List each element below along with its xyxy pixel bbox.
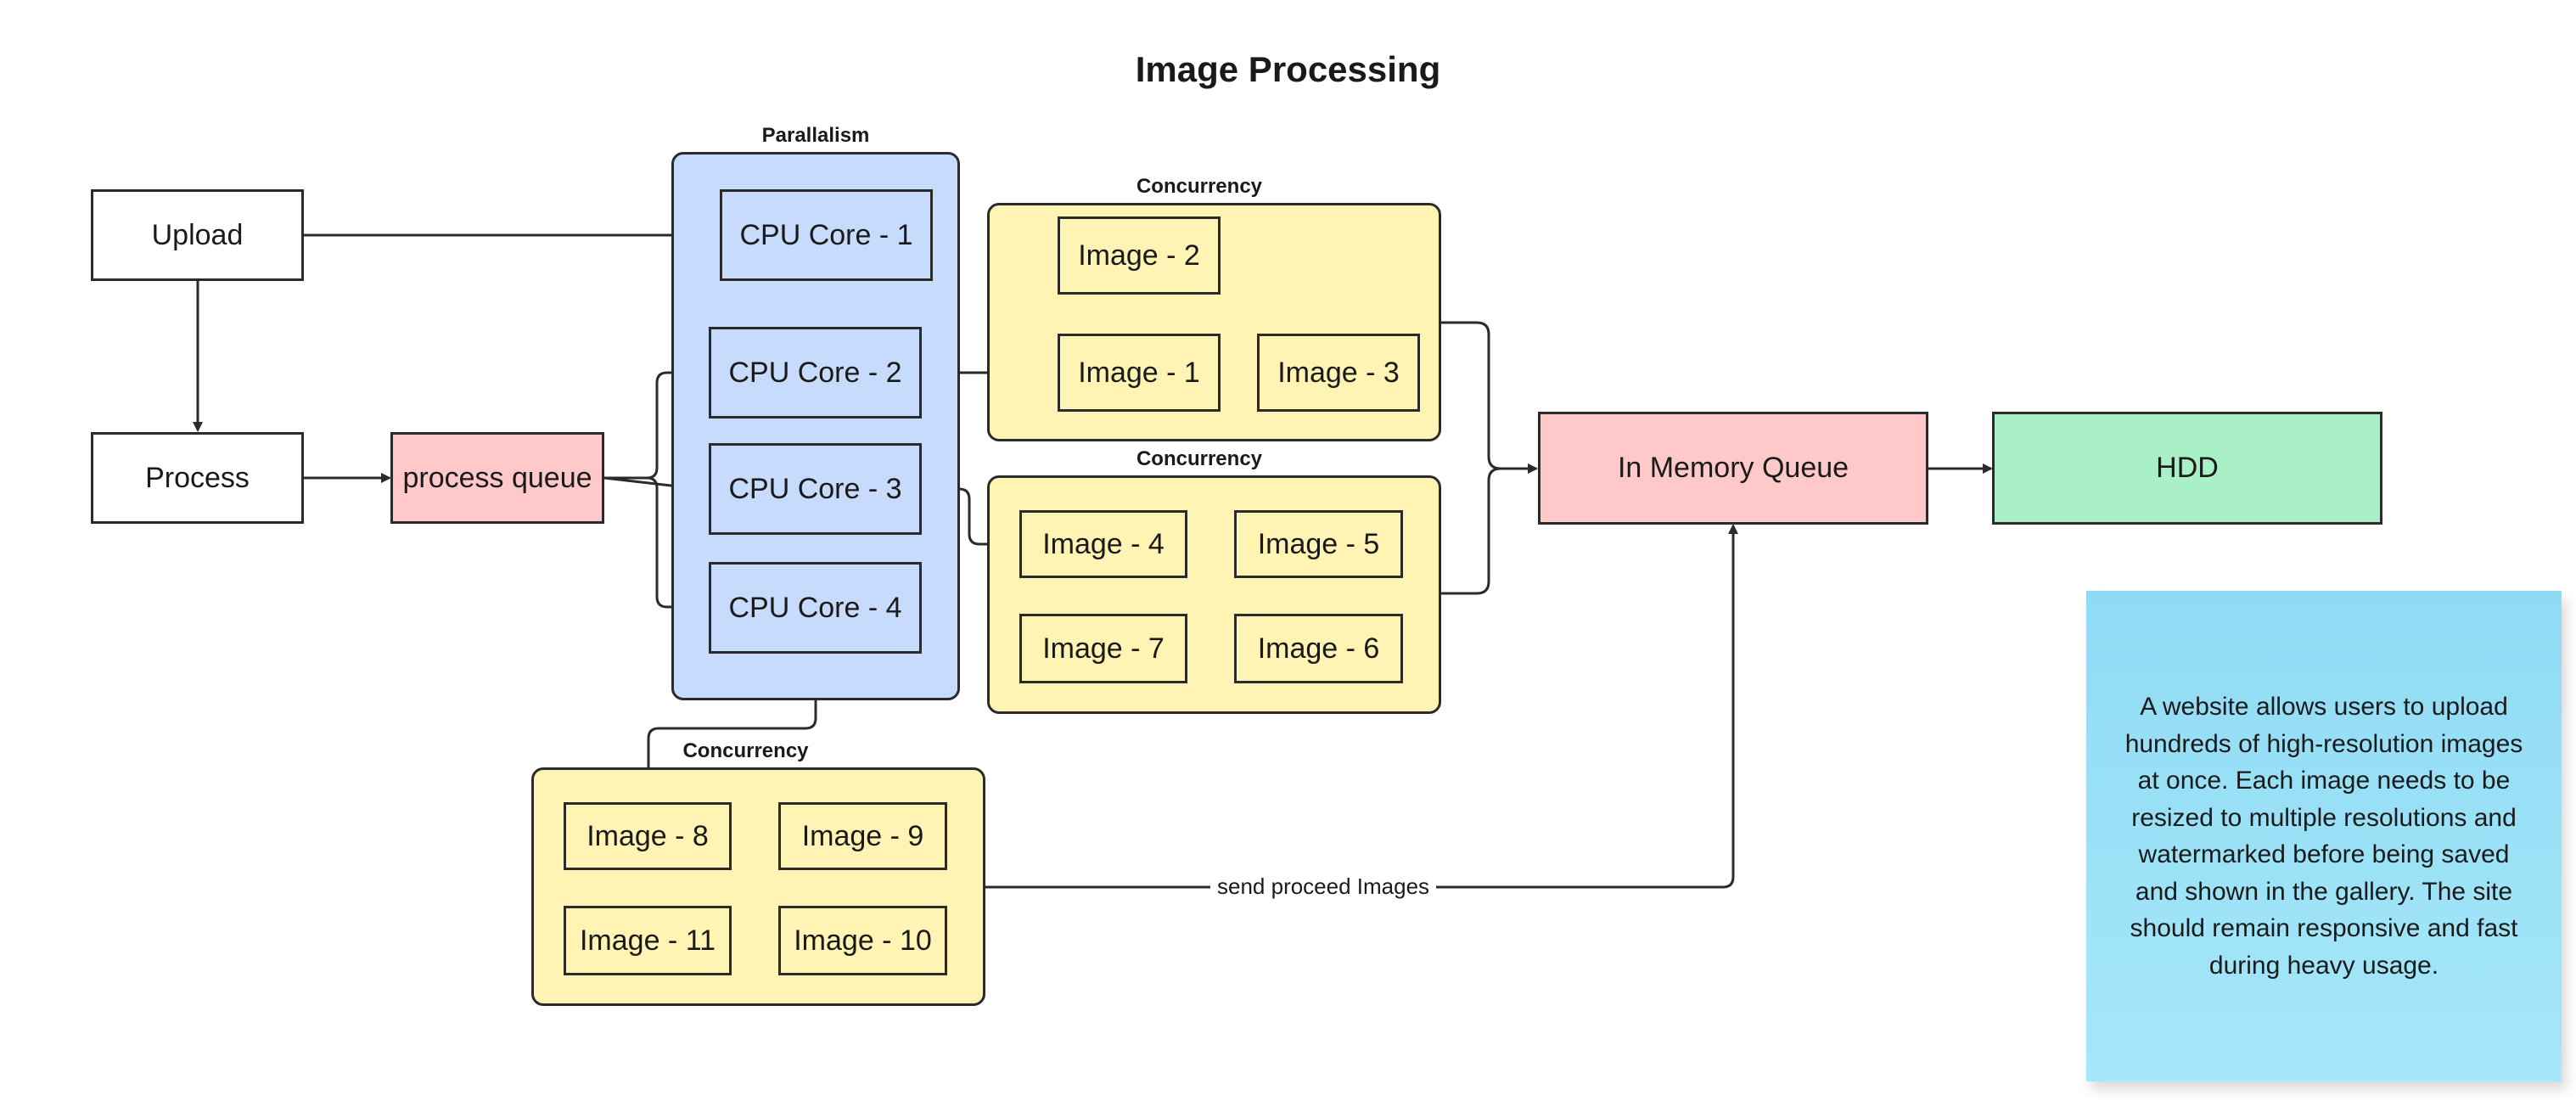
cpu-core-3-node[interactable]: CPU Core - 3 [709,443,922,535]
cpu-core-2-node[interactable]: CPU Core - 2 [709,327,922,419]
concurrency-label-a: Concurrency [1136,175,1263,198]
process-queue-node[interactable]: process queue [390,432,604,524]
image-8-node[interactable]: Image - 8 [564,802,732,870]
image-3-node[interactable]: Image - 3 [1257,334,1420,412]
image-10-node[interactable]: Image - 10 [778,906,947,975]
process-node[interactable]: Process [91,432,304,524]
hdd-node[interactable]: HDD [1992,412,2382,525]
image-2-node[interactable]: Image - 2 [1058,216,1221,295]
image-6-node[interactable]: Image - 6 [1234,614,1403,683]
cpu-core-4-node[interactable]: CPU Core - 4 [709,562,922,654]
page-title: Image Processing [1135,49,1441,89]
image-4-node[interactable]: Image - 4 [1019,510,1187,578]
edge-conc-b-memq [1440,463,1538,595]
edge-cpu4-image8 [643,654,817,802]
edge-cpu3-image4 [922,487,1020,549]
in-memory-queue-node[interactable]: In Memory Queue [1538,412,1928,525]
image-1-node[interactable]: Image - 1 [1058,334,1221,412]
edge-conc-a-memq [1440,321,1538,474]
edge-conc-c-memq [984,524,1738,889]
cpu-core-1-node[interactable]: CPU Core - 1 [720,189,933,281]
image-11-node[interactable]: Image - 11 [564,906,732,975]
sticky-note: A website allows users to upload hundred… [2086,591,2562,1081]
concurrency-label-c: Concurrency [682,739,809,762]
parallelism-label: Parallalism [761,124,870,147]
send-proceed-images-label: send proceed Images [1210,874,1437,900]
image-7-node[interactable]: Image - 7 [1019,614,1187,683]
concurrency-label-b: Concurrency [1136,447,1263,470]
edge-queue-cpu4 [604,476,710,612]
upload-node[interactable]: Upload [91,189,304,281]
image-5-node[interactable]: Image - 5 [1234,510,1403,578]
note-text: A website allows users to upload hundred… [2124,693,2523,980]
image-9-node[interactable]: Image - 9 [778,802,947,870]
